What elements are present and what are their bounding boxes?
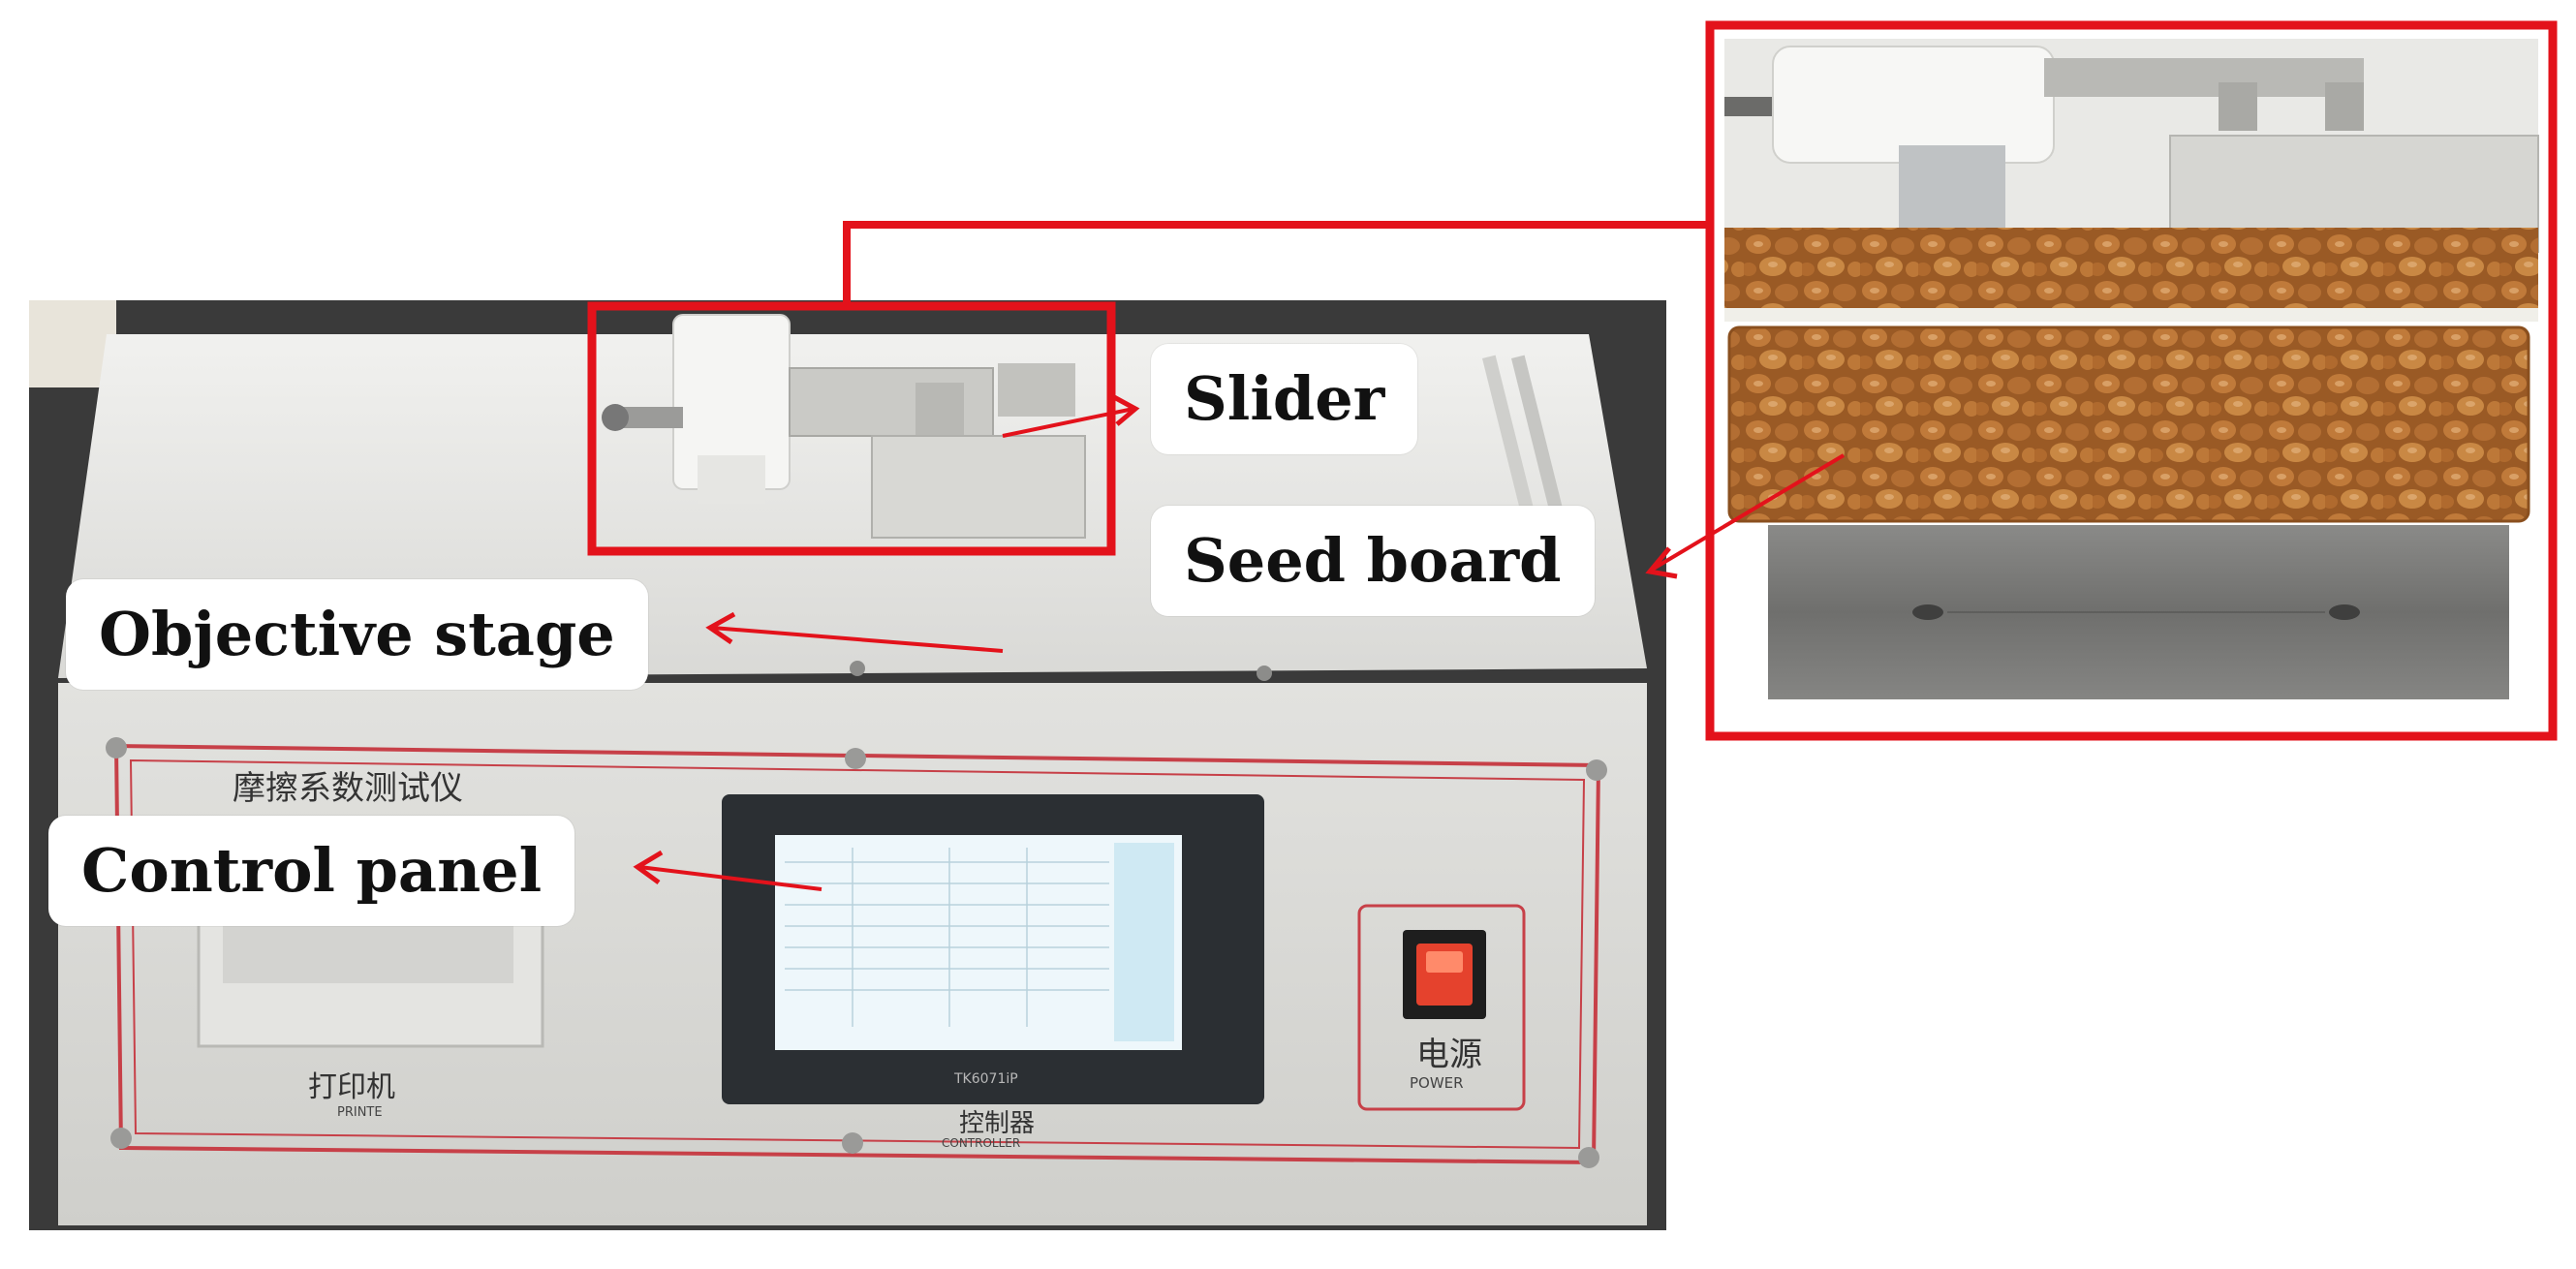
label-objective-stage: Objective stage bbox=[66, 579, 648, 690]
screen-model: TK6071iP bbox=[953, 1071, 1018, 1087]
objective-stage-arrow bbox=[711, 626, 1004, 653]
printer-label-en: PRINTE bbox=[337, 1105, 383, 1120]
label-seed-board: Seed board bbox=[1151, 506, 1595, 616]
zoom-connector-line bbox=[843, 221, 1710, 306]
label-control-panel: Control panel bbox=[48, 816, 575, 926]
label-slider: Slider bbox=[1151, 344, 1418, 454]
seed-board-arrow bbox=[1650, 453, 1846, 572]
seed-board-arrowhead bbox=[1645, 546, 1678, 579]
controller-label-en: CONTROLLER bbox=[942, 1136, 1020, 1150]
controller-label-cn: 控制器 bbox=[959, 1109, 1035, 1138]
control-panel-arrow bbox=[638, 865, 822, 891]
seed-board bbox=[1729, 327, 2529, 521]
slider-arrow bbox=[1002, 407, 1134, 438]
objective-stage-arrowhead bbox=[705, 611, 736, 645]
zoom-highlight-box bbox=[1705, 20, 2558, 741]
power-label-cn: 电源 bbox=[1416, 1036, 1482, 1074]
power-switch-frame bbox=[1357, 904, 1526, 1111]
slider-highlight-box bbox=[587, 301, 1116, 556]
zoom-inset bbox=[1715, 29, 2548, 727]
device-photo: 摩擦系数测试仪 打印机 PRINTE TK6071iP 控制器 CONTROLL… bbox=[29, 300, 1666, 1230]
printer-label-cn: 打印机 bbox=[308, 1070, 395, 1104]
device-name-cn: 摩擦系数测试仪 bbox=[233, 769, 463, 808]
control-panel-arrowhead bbox=[633, 850, 664, 885]
slider-arrowhead bbox=[1112, 394, 1140, 426]
slider-assembly bbox=[602, 314, 1086, 539]
power-label-en: POWER bbox=[1410, 1074, 1464, 1092]
